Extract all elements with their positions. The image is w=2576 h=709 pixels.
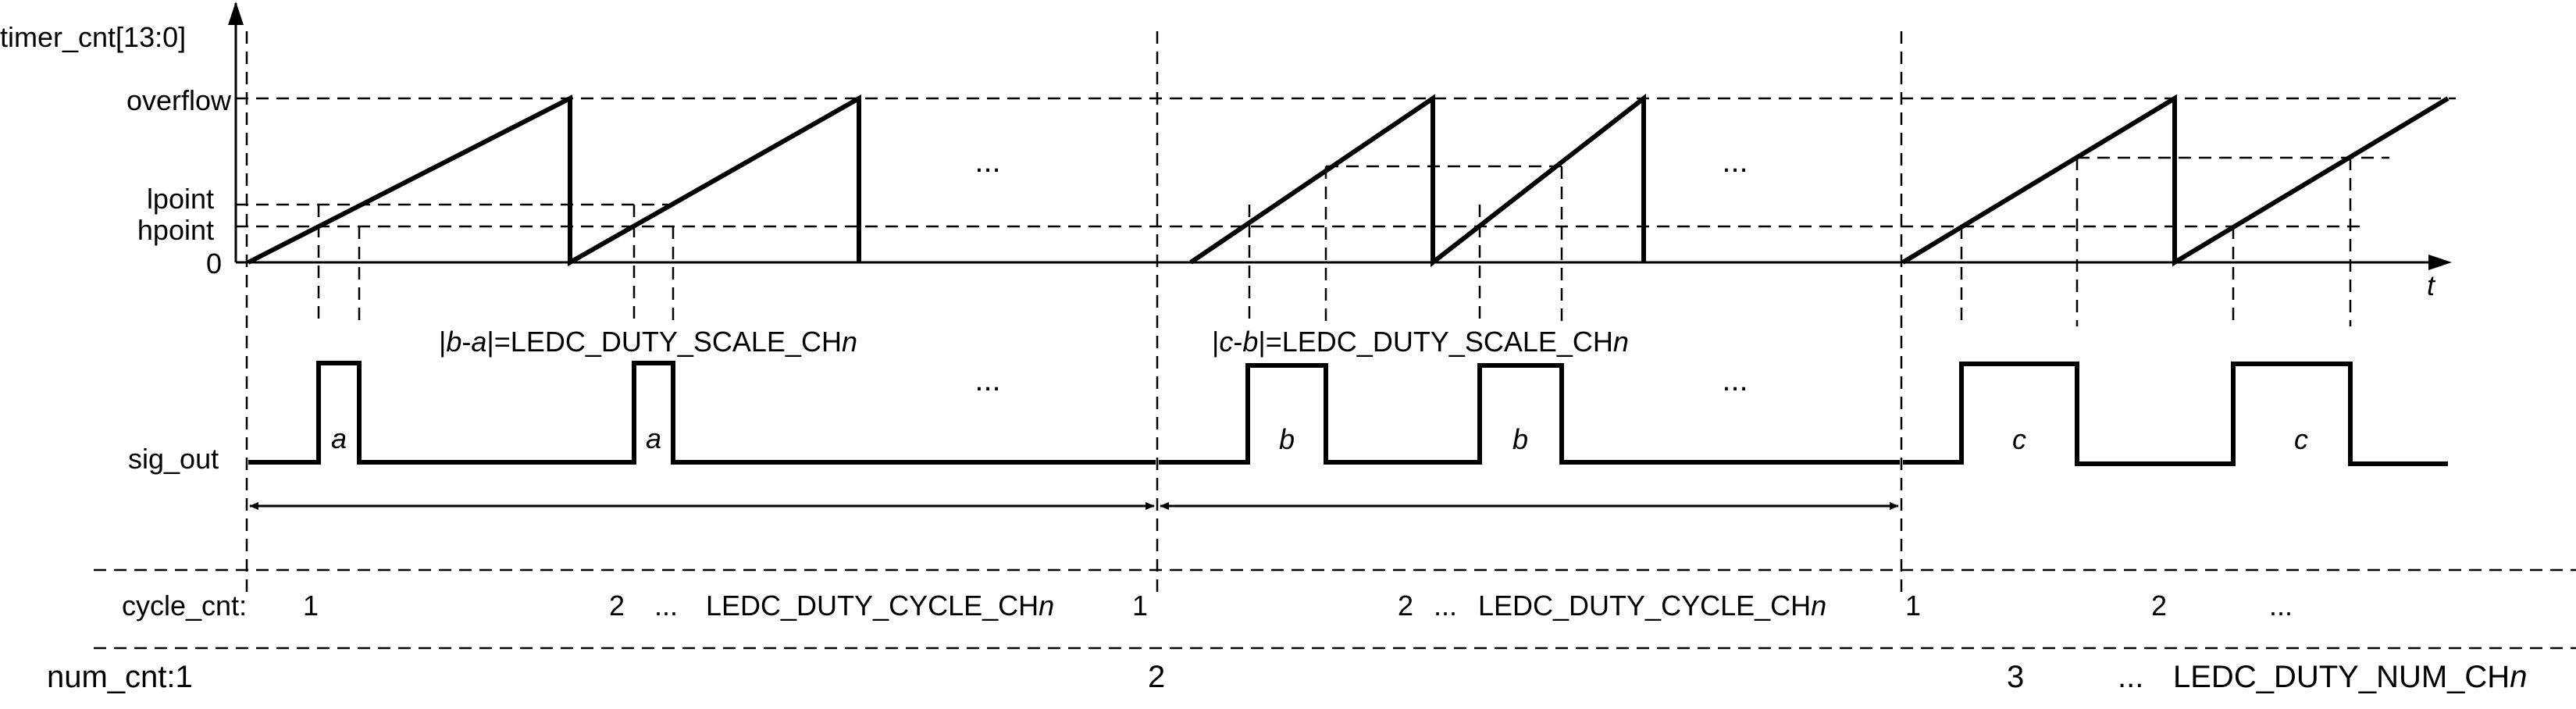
sig-out-segment-3 — [1903, 362, 2448, 466]
tick-zero: 0 — [206, 248, 222, 280]
sawtooth-group-2 — [1189, 93, 1646, 268]
cycle-cnt-last: LEDC_DUTY_CYCLE_CHn — [1478, 590, 1826, 622]
pulse-label-b-1: b — [1279, 423, 1295, 455]
sawtooth-group-3 — [1901, 94, 2450, 267]
pulse-label-c-2: c — [2294, 423, 2308, 455]
cycle-cnt-value: 2 — [1398, 590, 1413, 622]
sig-out-ellipsis-2: ... — [1722, 363, 1748, 397]
x-axis-arrowhead — [2428, 255, 2452, 270]
sig-out-segment-2 — [1159, 363, 1900, 465]
cycle-cnt-last: LEDC_DUTY_CYCLE_CHn — [706, 590, 1054, 622]
counter-ellipsis-2: ... — [1722, 144, 1748, 179]
num-cnt-value: 3 — [2007, 660, 2024, 694]
timer-counter-waveform — [247, 93, 2450, 268]
sig-out-label: sig_out — [128, 443, 219, 475]
sig-out-ellipsis-1: ... — [974, 363, 1000, 397]
pulse-label-b-2: b — [1512, 423, 1528, 455]
num-cnt-last: LEDC_DUTY_NUM_CHn — [2173, 660, 2527, 694]
cycle-cnt-value: 2 — [609, 590, 625, 622]
sig-out-segment-1 — [248, 361, 1156, 465]
pulse-label-a-1: a — [331, 422, 347, 454]
cycle-cnt-value: 1 — [1905, 590, 1921, 622]
tick-hpoint: hpoint — [137, 214, 214, 246]
cycle-cnt-value: 2 — [2151, 590, 2167, 622]
y-axis-label: timer_cnt[13:0] — [0, 21, 186, 53]
axes — [228, 2, 2452, 270]
y-axis-arrowhead — [228, 2, 244, 25]
num-cnt-value: 2 — [1148, 660, 1165, 694]
tick-lpoint: lpoint — [147, 183, 214, 215]
duty-scale-formula-2: |c-b|=LEDC_DUTY_SCALE_CHn — [1212, 326, 1629, 358]
num-cnt-dots: ... — [2118, 660, 2143, 694]
counter-ellipsis-1: ... — [974, 144, 1000, 179]
pulse-label-a-2: a — [646, 422, 661, 454]
cycle-cnt-dots: ... — [2269, 590, 2293, 622]
sawtooth-group-1 — [247, 94, 861, 267]
cycle-cnt-dots: ... — [654, 590, 678, 622]
sig-out-waveform — [248, 361, 2448, 466]
projection-lines — [245, 31, 2352, 593]
num-cnt-label: num_cnt:1 — [47, 660, 193, 694]
cycle-cnt-value: 1 — [303, 590, 319, 622]
x-axis-label: t — [2427, 269, 2436, 301]
tick-overflow: overflow — [126, 84, 232, 116]
duty-scale-formula-1: |b-a|=LEDC_DUTY_SCALE_CHn — [439, 326, 857, 358]
pulse-label-c-1: c — [2012, 423, 2026, 455]
cycle-cnt-label: cycle_cnt: — [122, 590, 247, 622]
cycle-cnt-dots: ... — [1434, 590, 1457, 622]
cycle-cnt-value: 1 — [1132, 590, 1148, 622]
reference-lines — [236, 97, 2456, 228]
